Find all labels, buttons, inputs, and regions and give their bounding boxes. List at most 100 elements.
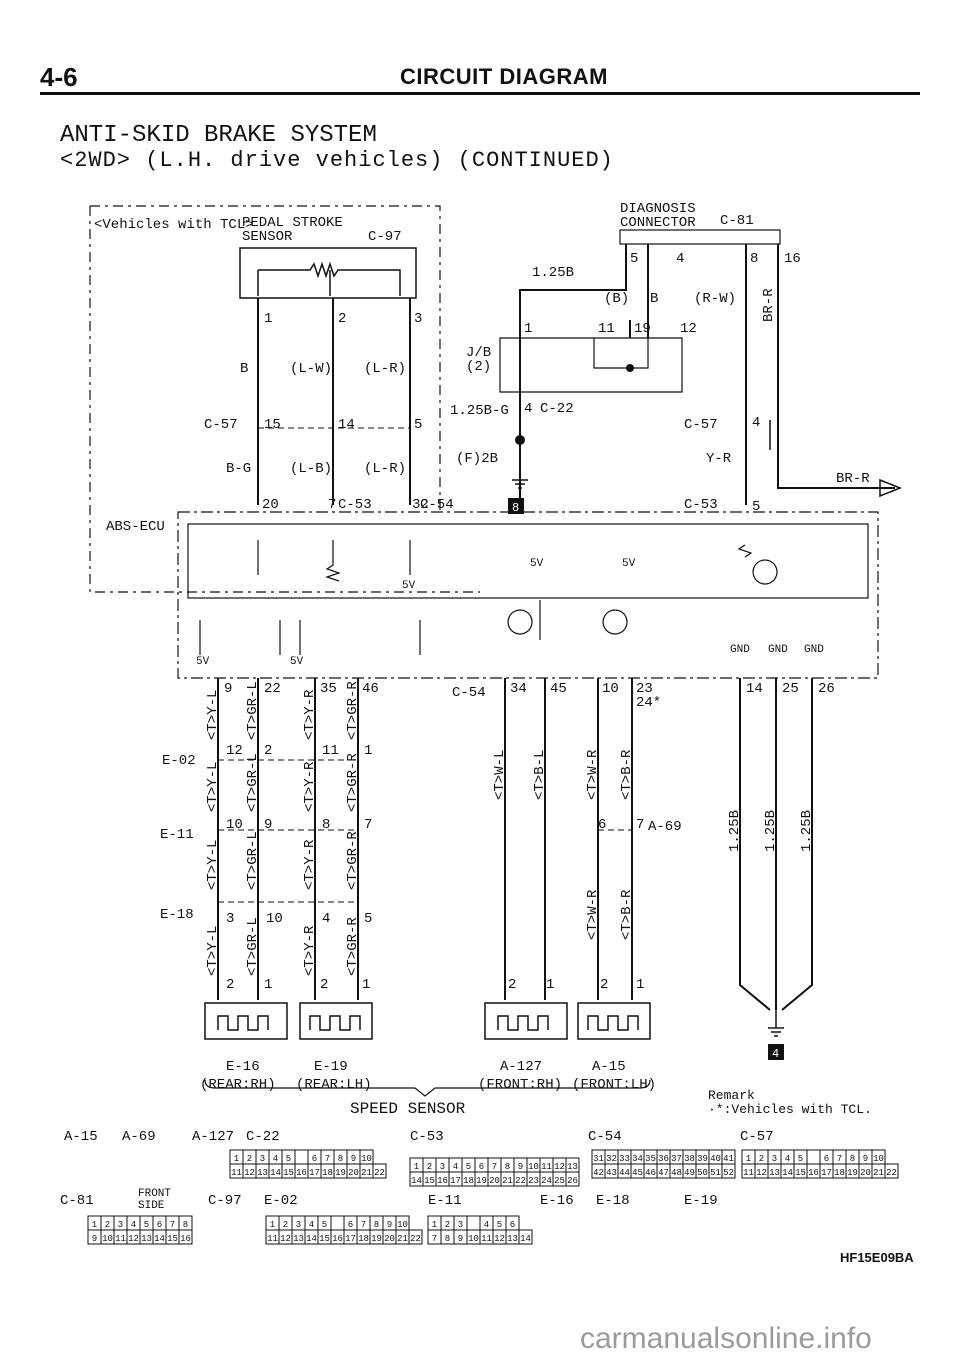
- c22-grid-pin-label: 17: [309, 1168, 320, 1178]
- c81-grid-pin-label: 16: [180, 1234, 191, 1244]
- jb-label-1: J/B: [466, 345, 491, 361]
- c53-grid-pin-label: 3: [440, 1162, 445, 1172]
- connector-c54-label-b: C-54: [452, 685, 486, 701]
- c54-grid-pin-label: 37: [671, 1154, 682, 1164]
- c81-grid-pin-label: 11: [115, 1234, 126, 1244]
- page-number: 4-6: [40, 62, 78, 92]
- c22-grid-pin-label: 12: [244, 1168, 255, 1178]
- connector-e02-label: E-02: [162, 753, 196, 769]
- wire-125b-gnd-3: 1.25B: [799, 810, 815, 852]
- c53-grid-pin-label: 25: [554, 1176, 565, 1186]
- sensor-front-rh: (FRONT:RH): [478, 1077, 562, 1093]
- remark-title: Remark: [708, 1088, 755, 1103]
- diagnosis-connector: [619, 229, 781, 245]
- terminal-j11: 11: [598, 321, 615, 337]
- e11-grid-pin-label: 2: [445, 1220, 450, 1230]
- c57-grid-pin-label: 20: [860, 1168, 871, 1178]
- view-label-e19: E-19: [684, 1193, 718, 1209]
- c57-grid-pin-label: 8: [850, 1154, 855, 1164]
- e02-grid-pin-label: 3: [296, 1220, 301, 1230]
- c53-grid-pin-label: 2: [427, 1162, 432, 1172]
- connector-c57-label-b: C-57: [684, 417, 718, 433]
- tcl-dashed-box: [89, 205, 480, 593]
- terminal-b10: 10: [602, 681, 619, 697]
- wire-125b-gnd-2: 1.25B: [763, 810, 779, 852]
- terminal-15: 15: [264, 417, 281, 433]
- wire-125bg: 1.25B-G: [450, 403, 509, 419]
- c22-grid-pin-label: 20: [348, 1168, 359, 1178]
- e02-grid-pin-label: 5: [322, 1220, 327, 1230]
- sensor-rear-lh: (REAR:LH): [296, 1077, 372, 1093]
- terminal-d8: 8: [750, 251, 758, 267]
- wire-b: B: [240, 361, 248, 377]
- wire-tbl: <T>B-L: [532, 750, 548, 800]
- e02-grid-pin-label: 20: [384, 1234, 395, 1244]
- c81-grid-pin-label: 14: [154, 1234, 165, 1244]
- wire-diag-16: [777, 244, 895, 489]
- c22-grid-pin-label: 15: [283, 1168, 294, 1178]
- terminal-b26: 26: [818, 681, 835, 697]
- c53-grid-pin-label: 1: [414, 1162, 419, 1172]
- pedal-stroke-sensor: [239, 247, 417, 299]
- pedal-sensor-resistor: [257, 261, 401, 296]
- c57-grid-pin-label: 7: [837, 1154, 842, 1164]
- c57-grid-pin-label: 16: [808, 1168, 819, 1178]
- c57-grid-pin-label: 19: [847, 1168, 858, 1178]
- e11-grid-pin-label: 5: [497, 1220, 502, 1230]
- c53-grid-pin-label: 5: [466, 1162, 471, 1172]
- wire-tyl-1: <T>Y-L: [205, 690, 221, 740]
- jb-label-2: (2): [466, 359, 491, 375]
- pulse-icon-3: [497, 1015, 549, 1031]
- c22-grid-pin-label: 18: [322, 1168, 333, 1178]
- wire-tgrr-2: <T>GR-R: [345, 753, 361, 812]
- c81-grid-cell: [178, 1229, 193, 1245]
- e02-grid-pin-label: 15: [319, 1234, 330, 1244]
- wire-tyl-3: <T>Y-L: [205, 840, 221, 890]
- view-label-a127: A-127: [192, 1129, 234, 1145]
- c81-grid-pin-label: 12: [128, 1234, 139, 1244]
- wire-tyr-4: <T>Y-R: [302, 925, 318, 976]
- abs-ecu-box: [177, 511, 879, 679]
- e11-grid-pin-label: 13: [507, 1234, 518, 1244]
- e02-grid-pin-label: 16: [332, 1234, 343, 1244]
- terminal-s2b: 2: [320, 977, 328, 993]
- terminal-s1b: 1: [362, 977, 370, 993]
- view-label-e11: E-11: [428, 1193, 462, 1209]
- jb-inner: [593, 338, 649, 369]
- e11-grid-pin-label: 12: [494, 1234, 505, 1244]
- view-label-a15: A-15: [64, 1129, 98, 1145]
- connector-c57-label-a: C-57: [204, 417, 238, 433]
- terminal-b25: 25: [782, 681, 799, 697]
- e02-grid-pin-label: 1: [270, 1220, 275, 1230]
- c54-grid-pin-label: 36: [658, 1154, 669, 1164]
- terminal-s1a: 1: [264, 977, 272, 993]
- c22-grid-pin-label: 3: [260, 1154, 265, 1164]
- speed-sensor-rear-rh: [204, 1002, 288, 1040]
- wire-125b-gnd-1: 1.25B: [727, 810, 743, 852]
- e02-grid-pin-label: 2: [283, 1220, 288, 1230]
- c54-grid-pin-label: 35: [645, 1154, 656, 1164]
- terminal-b23: 23: [636, 681, 653, 697]
- e11-grid-pin-label: 14: [520, 1234, 531, 1244]
- pedal-sensor-label-2: SENSOR: [242, 229, 293, 245]
- wire-twl: <T>W-L: [492, 750, 508, 800]
- c54-grid-pin-label: 42: [593, 1168, 604, 1178]
- connector-a127-label: A-127: [500, 1059, 542, 1075]
- wire-ground-8: [512, 440, 528, 489]
- view-label-e16: E-16: [540, 1193, 574, 1209]
- diagram-title: ANTI-SKID BRAKE SYSTEM: [60, 122, 377, 149]
- front-side-1: FRONT: [138, 1188, 171, 1200]
- wire-f2b: (F)2B: [456, 451, 498, 467]
- connector-e16-label: E-16: [226, 1059, 260, 1075]
- c54-grid-pin-label: 43: [606, 1168, 617, 1178]
- wire-tgrr-3: <T>GR-R: [345, 831, 361, 890]
- view-label-c53: C-53: [410, 1129, 444, 1145]
- terminal-e11-9: 9: [264, 817, 272, 833]
- c57-grid-pin-label: 15: [795, 1168, 806, 1178]
- terminal-a69-7: 7: [636, 817, 644, 833]
- wire-tyl-2: <T>Y-L: [205, 762, 221, 812]
- terminal-e02-1: 1: [364, 743, 372, 759]
- watermark: carmanualsonline.info: [580, 1322, 872, 1355]
- c22-grid-pin-label: 5: [286, 1154, 291, 1164]
- c57-grid-pin-label: 22: [886, 1168, 897, 1178]
